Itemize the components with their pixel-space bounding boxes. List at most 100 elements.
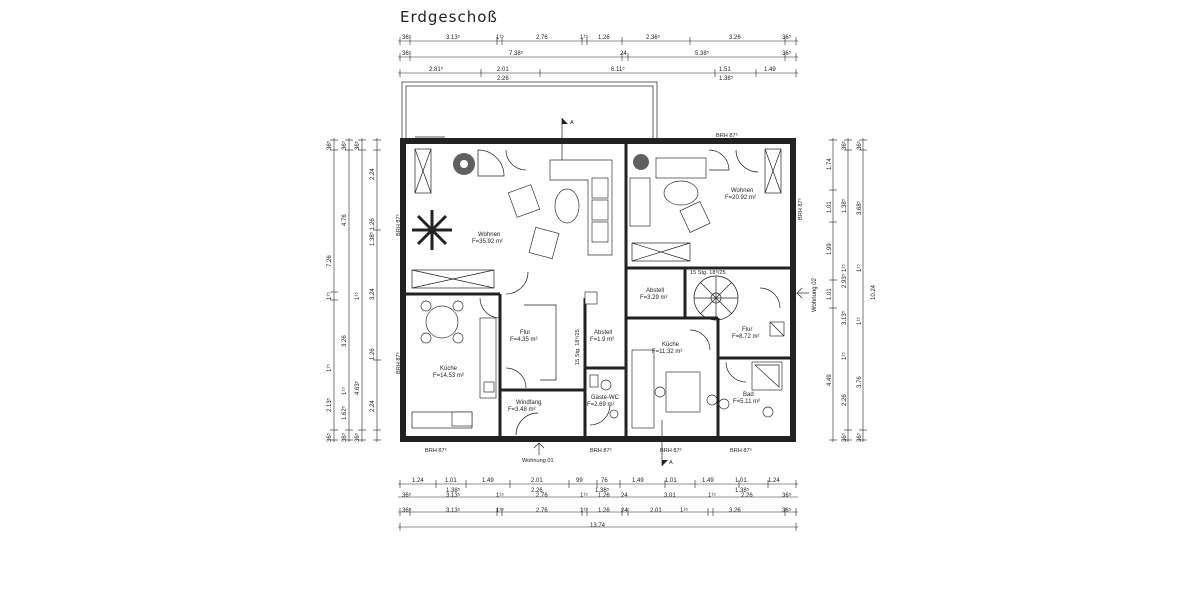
dim-label: 36⁵	[782, 492, 792, 499]
dim-label: 3.26	[729, 35, 741, 41]
room-name: Flur	[520, 330, 530, 336]
dim-label: 7.26	[327, 255, 333, 267]
dim-label: 3.13⁵	[446, 507, 461, 514]
plan-title: Erdgeschoß	[400, 8, 498, 26]
dim-label: 3.68⁵	[856, 200, 863, 215]
stair-label: 15 Stg. 18⁸/25	[690, 269, 726, 276]
dim-label: 1.51	[719, 67, 731, 73]
dim-label: 99	[576, 478, 583, 484]
dim-label: 36⁵	[402, 492, 412, 499]
bottom-dimensions: 1.24 1.01 1.49 2.01 99 76 1.49 1.01 1.49…	[398, 478, 798, 531]
dim-label: 2.26	[842, 394, 848, 406]
section-marker-top: A	[561, 118, 574, 160]
dim-label: 1.38⁵	[841, 198, 848, 213]
dim-label: 36⁵	[841, 140, 848, 150]
room-area: F=1.9 m²	[590, 337, 614, 343]
section-label: A	[570, 120, 574, 126]
section-marker-bottom: A	[661, 420, 673, 466]
dim-label: 1.38⁵	[719, 75, 734, 82]
dim-label: 2.93⁵	[841, 273, 848, 288]
room-name: Gäste-WC	[591, 395, 620, 401]
room-name: Wohnen	[731, 188, 753, 194]
dim-label: 2.01	[497, 67, 509, 73]
dim-label: 1.74	[827, 158, 833, 170]
brh-label: BRH 87⁵	[660, 447, 682, 454]
dim-label: 1¹⁵	[496, 507, 504, 514]
dim-label: 36⁵	[402, 34, 412, 41]
dim-label: 6.11⁵	[611, 66, 625, 73]
entrance-arrow-02	[796, 287, 809, 299]
entrance-arrow-01	[533, 442, 545, 455]
room-name: Küche	[662, 342, 680, 348]
room-area: F=20.92 m²	[725, 195, 756, 201]
dim-label: 24	[620, 51, 627, 57]
room-area: F=4.35 m²	[510, 337, 538, 343]
right-dimensions: 1.74 1.01 1.99 1.01 4.49 36⁵ 1.38⁵ 1¹⁵ 2…	[812, 138, 877, 442]
room-name: Küche	[440, 366, 458, 372]
room-name: Flur	[742, 327, 752, 333]
brh-labels: BRH 87⁵ BRH 87⁵ BRH 87⁵ BRH 87⁵ BRH 87⁵ …	[395, 132, 804, 454]
section-label: A	[669, 460, 673, 466]
entrance-label-01: Wohnung 01	[522, 458, 554, 464]
room-area: F=35.92 m²	[472, 239, 503, 245]
dim-label: 1.38⁵	[595, 487, 610, 494]
dim-label: 1.01	[445, 478, 457, 484]
dim-label: 36⁵	[402, 507, 412, 514]
left-dimensions: 36⁵ 7.26 1¹⁵ 1¹⁵ 2.13⁵ 36⁵ 36⁵ 4.76 3.26…	[326, 138, 381, 442]
dim-label: 36⁵	[354, 432, 361, 442]
dim-label: 24	[621, 493, 628, 499]
dim-label: 1¹⁵	[841, 352, 848, 360]
dim-label: 36⁵	[341, 432, 348, 442]
room-area: F=11.32 m²	[652, 349, 682, 355]
dim-label: 1.49	[482, 478, 494, 484]
dim-label: 1¹⁵	[680, 507, 688, 514]
dim-label: 3.13⁵	[446, 34, 461, 41]
room-area: F=3.48 m²	[508, 407, 536, 413]
dim-label: 36⁵	[841, 432, 848, 442]
dim-label: 1¹⁵	[580, 507, 588, 514]
dim-label: 1.49	[632, 478, 644, 484]
room-area: F=14.53 m²	[433, 373, 464, 379]
dim-label: 3.76	[857, 376, 863, 388]
dim-label: 1.01	[827, 201, 833, 213]
plant-icon	[453, 153, 475, 175]
dim-label: 2.76	[536, 508, 548, 514]
dim-label: 1¹⁵	[326, 292, 333, 300]
dim-label: 3.24	[370, 288, 376, 300]
brh-label: BRH 87⁵	[590, 447, 612, 454]
dim-label: 1¹⁵	[580, 34, 588, 41]
room-name: Abstell	[594, 330, 612, 336]
dim-label: 1.26	[598, 493, 610, 499]
dim-label: 36⁵	[402, 50, 412, 57]
dim-label: 36⁵	[326, 432, 333, 442]
room-name: Wohnen	[478, 232, 500, 238]
dim-label: 2.36⁵	[646, 34, 661, 41]
dim-label: 1¹⁵	[580, 492, 588, 499]
dim-label: 1.99	[827, 243, 833, 255]
dim-label: 36⁵	[354, 140, 361, 150]
entrance-label-02: Wohnung 02	[812, 277, 818, 312]
dim-label: 3.01	[664, 493, 676, 499]
dim-label: 2.26	[741, 493, 753, 499]
dim-label: 36⁵	[782, 34, 792, 41]
brh-label: BRH 87⁵	[797, 198, 804, 220]
dim-label: 36⁵	[341, 140, 348, 150]
dim-label: 10.24	[871, 284, 877, 300]
dim-label: 1¹⁵	[326, 364, 333, 372]
dim-label: 76	[601, 478, 608, 484]
dim-label: 1.38⁵	[446, 487, 461, 494]
dim-label: 1.01	[827, 288, 833, 300]
room-name: Bad	[743, 392, 754, 398]
dim-label: 2.76	[536, 35, 548, 41]
dim-label: 2.76	[536, 493, 548, 499]
dim-label: 4.63⁵	[354, 380, 361, 395]
dim-label: 2.26	[531, 488, 543, 494]
dim-label: 1¹⁵	[841, 264, 848, 272]
top-dimensions: 36⁵ 3.13⁵ 1¹⁵ 2.76 1¹⁵ 1.26 2.36⁵ 3.26 3…	[398, 34, 798, 82]
dim-label: 36⁵	[782, 507, 792, 514]
dim-label: 2.01	[531, 478, 543, 484]
dim-label: 1.62⁵	[341, 405, 348, 420]
dim-label: 36⁵	[856, 140, 863, 150]
dim-label: 2.81⁵	[429, 66, 444, 73]
dim-label: 3.13⁵	[446, 492, 461, 499]
